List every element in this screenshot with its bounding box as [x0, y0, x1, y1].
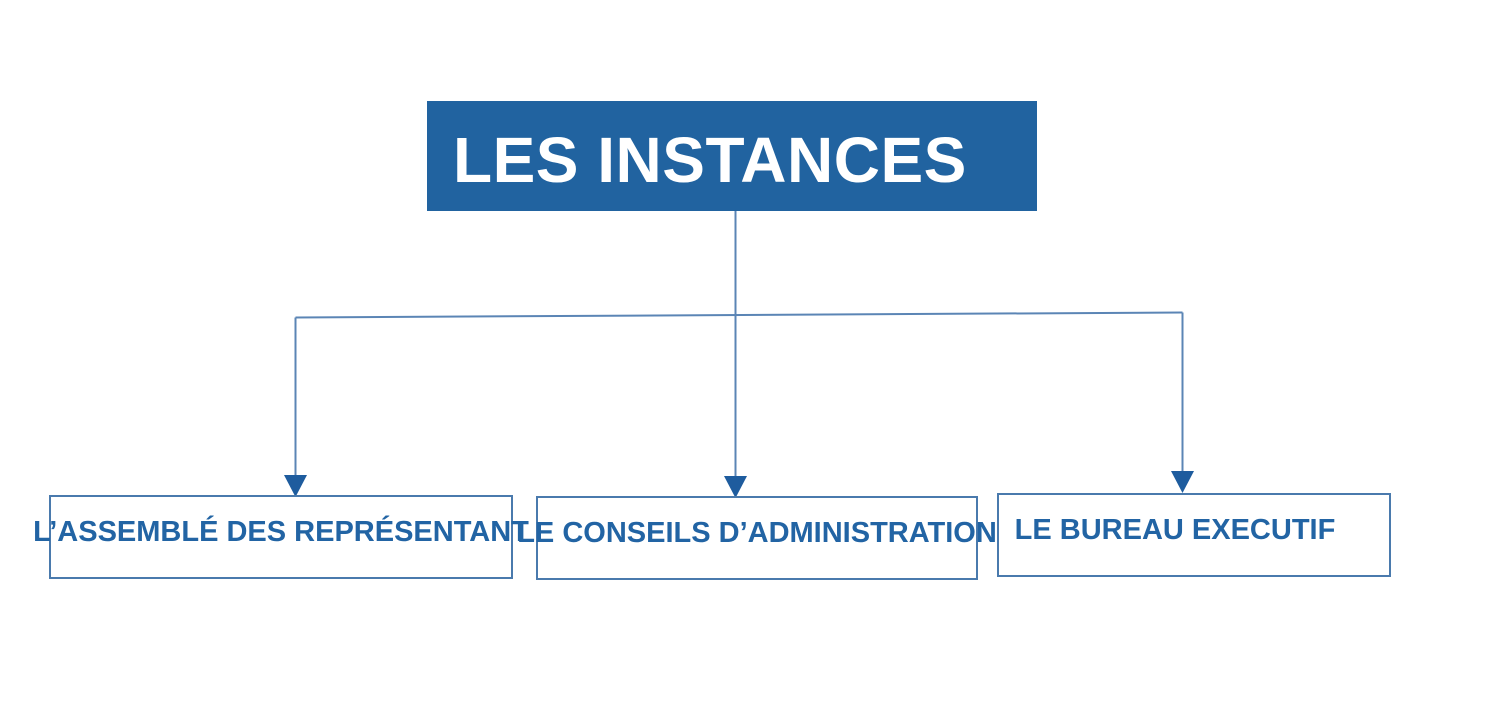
node-label: LE CONSEILS D’ADMINISTRATION [517, 516, 997, 549]
arrow-down-icon [724, 476, 747, 498]
node-label: LE BUREAU EXECUTIF [1014, 513, 1336, 546]
root-node-les-instances: LES INSTANCES [427, 101, 1037, 211]
node-assemblee-des-representant: L’ASSEMBLÉ DES REPRÉSENTANT [33, 495, 529, 579]
arrow-down-icon [1171, 471, 1194, 493]
connector-rail [295, 311, 1183, 319]
node-bureau-executif: LE BUREAU EXECUTIF [997, 493, 1391, 577]
root-node-label: LES INSTANCES [453, 124, 967, 196]
arrow-down-icon [284, 475, 307, 497]
node-conseils-administration: LE CONSEILS D’ADMINISTRATION [517, 496, 997, 580]
node-label: L’ASSEMBLÉ DES REPRÉSENTANT [33, 515, 529, 548]
